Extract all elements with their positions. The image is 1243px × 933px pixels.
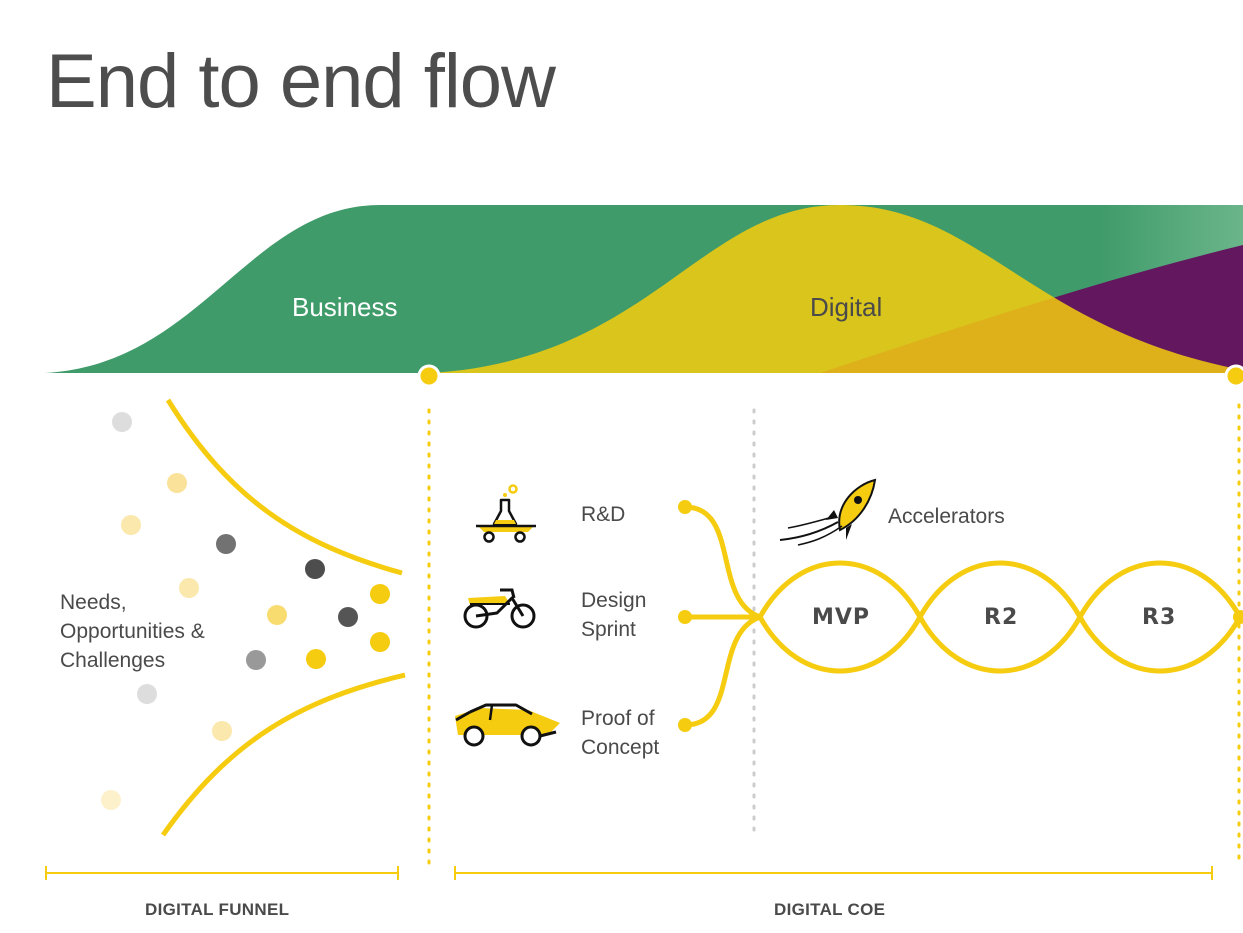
input-label-proof-of-concept: Proof of Concept bbox=[581, 707, 660, 759]
funnel-label: Needs, Opportunities & Challenges bbox=[60, 591, 205, 672]
funnel-dot bbox=[370, 584, 390, 604]
release-wave bbox=[757, 560, 1243, 674]
connector-dot-rd bbox=[678, 500, 692, 514]
band-node-left bbox=[417, 364, 441, 388]
connector-dot-sprint bbox=[678, 610, 692, 624]
band-node-right bbox=[1224, 364, 1243, 388]
funnel-dot bbox=[112, 412, 132, 432]
section-digital-funnel: DIGITAL FUNNEL bbox=[145, 900, 290, 919]
stage-r2: R2 bbox=[984, 605, 1019, 630]
digital-band bbox=[430, 205, 1243, 373]
funnel-dot bbox=[370, 632, 390, 652]
rocket-icon bbox=[779, 478, 877, 546]
funnel-dot bbox=[267, 605, 287, 625]
funnel-dot bbox=[212, 721, 232, 741]
digital-label: Digital bbox=[810, 292, 883, 322]
page-title: End to end flow bbox=[46, 39, 556, 124]
coe-bracket bbox=[454, 866, 1213, 880]
stage-mvp: MVP bbox=[812, 605, 871, 630]
funnel-dot bbox=[121, 515, 141, 535]
funnel-dot bbox=[306, 649, 326, 669]
stage-r3: R3 bbox=[1142, 605, 1177, 630]
accelerators-label: Accelerators bbox=[888, 505, 1005, 528]
skateboard-lab-icon bbox=[476, 484, 536, 543]
funnel-dot bbox=[137, 684, 157, 704]
funnel-dots bbox=[101, 412, 390, 810]
input-connectors bbox=[684, 504, 761, 728]
funnel-dot bbox=[246, 650, 266, 670]
funnel-curve-bottom bbox=[160, 672, 406, 837]
input-label-design-sprint: Design Sprint bbox=[581, 589, 647, 641]
business-label: Business bbox=[292, 292, 398, 322]
funnel-dot bbox=[305, 559, 325, 579]
funnel-dot bbox=[101, 790, 121, 810]
connector-dot-poc bbox=[678, 718, 692, 732]
car-icon bbox=[455, 703, 560, 747]
input-label-rd: R&D bbox=[581, 503, 626, 526]
funnel-bracket bbox=[45, 866, 399, 880]
funnel-dot bbox=[338, 607, 358, 627]
funnel-curve-top bbox=[165, 398, 403, 576]
funnel-dot bbox=[216, 534, 236, 554]
motorcycle-icon bbox=[463, 588, 536, 629]
funnel-dot bbox=[167, 473, 187, 493]
section-digital-coe: DIGITAL COE bbox=[774, 900, 886, 919]
funnel-dot bbox=[179, 578, 199, 598]
